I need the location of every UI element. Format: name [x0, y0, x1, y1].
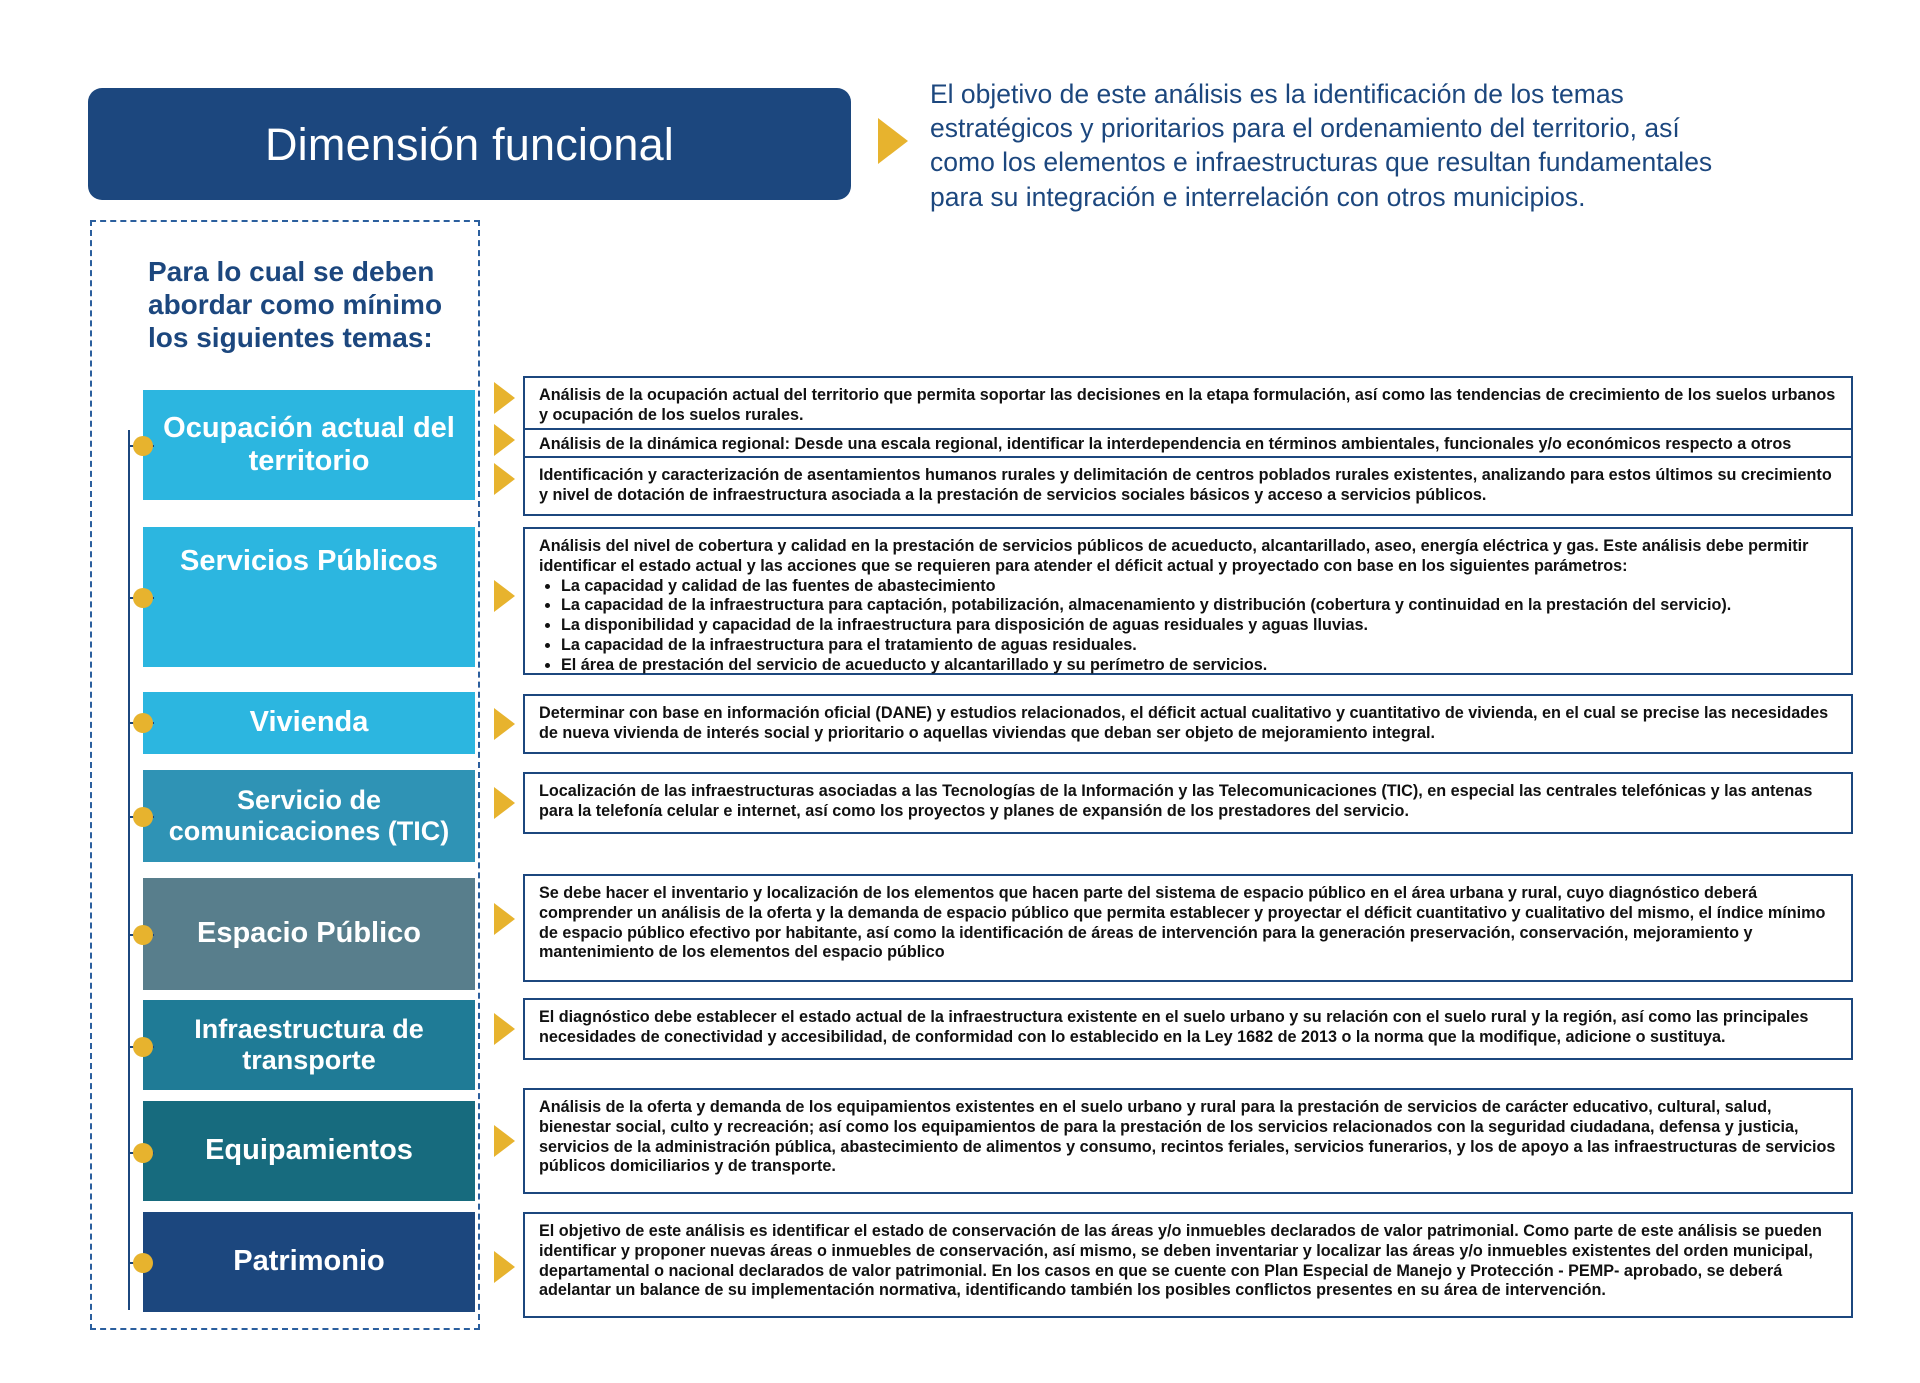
desc-arrow-icon [494, 1013, 515, 1045]
list-item: La capacidad y calidad de las fuentes de… [561, 577, 1837, 597]
sidebar-item-label: Ocupación actual del territorio [163, 411, 455, 477]
desc-arrow-icon [494, 708, 515, 740]
sidebar-item-patrimonio[interactable]: Patrimonio [143, 1212, 475, 1312]
description-text: Se debe hacer el inventario y localizaci… [539, 884, 1826, 962]
sidebar-item-label: Vivienda [249, 706, 369, 739]
connector-dot [133, 925, 153, 945]
desc-arrow-icon [494, 580, 515, 612]
description-box: Localización de las infraestructuras aso… [523, 772, 1853, 834]
sidebar-item-infraestructura-transporte[interactable]: Infraestructura de transporte [143, 1000, 475, 1090]
page-title: Dimensión funcional [264, 118, 675, 170]
connector-dot [133, 1037, 153, 1057]
description-text: Localización de las infraestructuras aso… [539, 782, 1813, 820]
connector-dot [133, 588, 153, 608]
desc-arrow-icon [494, 424, 515, 456]
description-box: Determinar con base en información ofici… [523, 694, 1853, 754]
description-text: Análisis de la ocupación actual del terr… [539, 386, 1836, 424]
sidebar-item-label: Infraestructura de transporte [194, 1013, 424, 1075]
connector-dot [133, 436, 153, 456]
description-text: Identificación y caracterización de asen… [539, 466, 1832, 504]
description-box: Análisis de la dinámica regional: Desde … [523, 428, 1853, 460]
sidebar-item-ocupacion-actual[interactable]: Ocupación actual del territorio [143, 390, 475, 500]
intro-paragraph: El objetivo de este análisis es la ident… [930, 79, 1713, 212]
desc-arrow-icon [494, 787, 515, 819]
connector-dot [133, 1253, 153, 1273]
dimension-title-pill: Dimensión funcional [88, 88, 851, 200]
sidebar-item-servicios-publicos[interactable]: Servicios Públicos [143, 527, 475, 667]
sidebar-item-servicio-comunicaciones[interactable]: Servicio de comunicaciones (TIC) [143, 770, 475, 862]
sidebar-item-equipamientos[interactable]: Equipamientos [143, 1101, 475, 1201]
description-text: Determinar con base en información ofici… [539, 704, 1829, 742]
desc-arrow-icon [494, 1251, 515, 1283]
desc-arrow-icon [494, 463, 515, 495]
list-item: La disponibilidad y capacidad de la infr… [561, 616, 1837, 636]
header-arrow-icon [878, 118, 908, 164]
sidebar-item-label: Equipamientos [205, 1134, 413, 1167]
sidebar-item-label: Espacio Público [197, 917, 421, 950]
description-box: Se debe hacer el inventario y localizaci… [523, 874, 1853, 982]
description-box: El diagnóstico debe establecer el estado… [523, 998, 1853, 1060]
list-item: El área de prestación del servicio de ac… [561, 656, 1837, 676]
description-box: Análisis de la ocupación actual del terr… [523, 376, 1853, 434]
description-text: Análisis de la dinámica regional: Desde … [539, 435, 1792, 453]
connector-dot [133, 807, 153, 827]
description-box: Análisis de la oferta y demanda de los e… [523, 1088, 1853, 1194]
sidebar-item-label: Patrimonio [233, 1245, 385, 1278]
description-box: Análisis del nivel de cobertura y calida… [523, 527, 1853, 675]
description-text: El objetivo de este análisis es identifi… [539, 1222, 1822, 1300]
description-box: El objetivo de este análisis es identifi… [523, 1212, 1853, 1318]
connector-dot [133, 1143, 153, 1163]
connector-rail [128, 430, 130, 1310]
desc-arrow-icon [494, 1125, 515, 1157]
sidebar-item-vivienda[interactable]: Vivienda [143, 692, 475, 754]
list-item: La capacidad de la infraestructura para … [561, 636, 1837, 656]
topics-dashed-frame [90, 220, 480, 1330]
description-text: Análisis de la oferta y demanda de los e… [539, 1098, 1836, 1176]
description-text: Análisis del nivel de cobertura y calida… [539, 537, 1809, 575]
description-box: Identificación y caracterización de asen… [523, 456, 1853, 516]
desc-arrow-icon [494, 903, 515, 935]
sidebar-item-label: Servicios Públicos [180, 545, 438, 577]
description-bullets: La capacidad y calidad de las fuentes de… [561, 577, 1837, 676]
description-text: El diagnóstico debe establecer el estado… [539, 1008, 1809, 1046]
sidebar-item-espacio-publico[interactable]: Espacio Público [143, 878, 475, 990]
topics-lead-text: Para lo cual se deben abordar como mínim… [148, 256, 443, 354]
list-item: La capacidad de la infraestructura para … [561, 596, 1837, 616]
sidebar-item-label: Servicio de comunicaciones (TIC) [168, 784, 450, 846]
connector-dot [133, 713, 153, 733]
desc-arrow-icon [494, 382, 515, 414]
